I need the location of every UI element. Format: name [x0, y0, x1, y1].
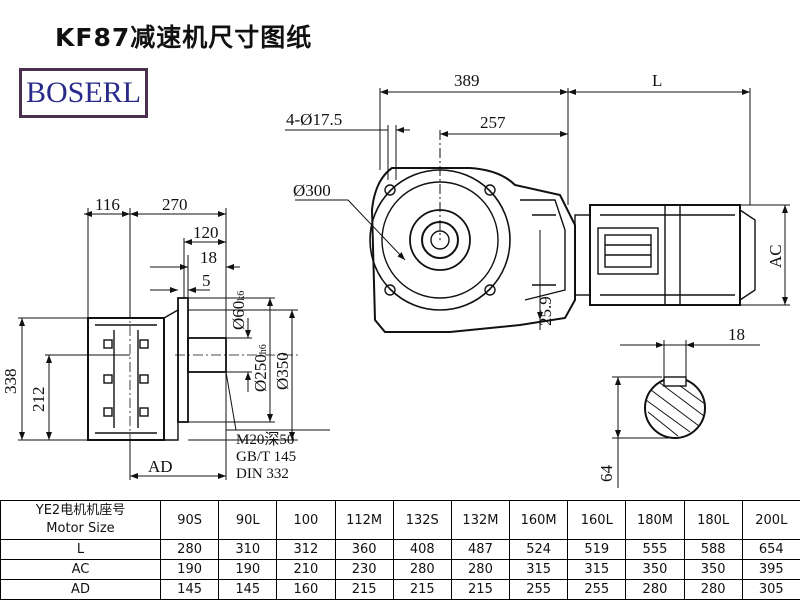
- dim-120: 120: [193, 223, 219, 242]
- table-header-cell: 90S: [159, 500, 220, 540]
- table-cell: 280: [392, 559, 452, 580]
- technical-drawing: 389 L 4-Ø17.5 257 Ø300 AC 25.9 18 64: [1, 71, 790, 488]
- table-cell: 230: [334, 559, 394, 580]
- table-cell: 280: [625, 579, 685, 600]
- front-view: [369, 167, 756, 333]
- page-title: KF87减速机尺寸图纸: [55, 23, 313, 52]
- table-cell: 210: [276, 559, 336, 580]
- table-cell: 190: [159, 559, 220, 580]
- table-header-cell: 90L: [218, 500, 278, 540]
- note-thread: M20深50: [236, 431, 294, 448]
- dim-bolt-holes: 4-Ø17.5: [286, 110, 342, 129]
- table-cell: 315: [509, 559, 569, 580]
- table-cell: 395: [741, 559, 800, 580]
- table-cell: 487: [450, 539, 511, 560]
- table-cell: 145: [159, 579, 220, 600]
- table-cell: 215: [392, 579, 452, 600]
- table-cell: 215: [450, 579, 511, 600]
- dim-257: 257: [480, 113, 506, 132]
- dim-212: 212: [29, 387, 48, 413]
- table-header-cell: 180L: [683, 500, 743, 540]
- table-cell: 280: [450, 559, 511, 580]
- table-header-label: YE2电机机座号 Motor Size: [0, 500, 161, 540]
- dim-spigot-diameter: Ø250h6: [251, 344, 270, 392]
- dim-shaft-diameter: Ø60k6: [229, 291, 248, 330]
- dim-flange-diameter: Ø300: [293, 181, 331, 200]
- table-cell: 145: [218, 579, 278, 600]
- dim-AC: AC: [766, 244, 785, 268]
- dim-64: 64: [597, 465, 616, 483]
- table-cell: 280: [159, 539, 220, 560]
- shaft-section: [644, 376, 706, 439]
- table-header-cell: 112M: [334, 500, 394, 540]
- table-cell: 312: [276, 539, 336, 560]
- table-cell: 555: [625, 539, 685, 560]
- table-header-cell: 132S: [392, 500, 452, 540]
- dim-389: 389: [454, 71, 480, 90]
- table-cell: 519: [567, 539, 627, 560]
- table-header-cell: 200L: [741, 500, 800, 540]
- dim-350: Ø350: [273, 352, 292, 390]
- table-cell: 215: [334, 579, 394, 600]
- table-cell: 280: [683, 579, 743, 600]
- table-cell: 315: [567, 559, 627, 580]
- dim-338: 338: [1, 369, 20, 395]
- note-standard-gb: GB/T 145: [236, 449, 296, 465]
- row-label: AD: [0, 579, 161, 600]
- table-cell: 360: [334, 539, 394, 560]
- table-header-cell: 160M: [509, 500, 569, 540]
- table-cell: 160: [276, 579, 336, 600]
- logo-text: BOSERL: [25, 76, 142, 109]
- dim-keyway-width: 18: [728, 325, 745, 344]
- dim-AD: AD: [148, 457, 173, 476]
- table-header-cell: 160L: [567, 500, 627, 540]
- table-cell: 310: [218, 539, 278, 560]
- table-header-cell: 100: [276, 500, 336, 540]
- table-cell: 190: [218, 559, 278, 580]
- table-cell: 524: [509, 539, 569, 560]
- dim-25-9: 25.9: [536, 296, 555, 326]
- table-cell: 408: [392, 539, 452, 560]
- table-header-cell: 132M: [450, 500, 511, 540]
- dim-L: L: [652, 71, 662, 90]
- table-cell: 255: [567, 579, 627, 600]
- table-cell: 305: [741, 579, 800, 600]
- table-cell: 588: [683, 539, 743, 560]
- table-header-cell: 180M: [625, 500, 685, 540]
- dim-5: 5: [202, 271, 211, 290]
- row-label: AC: [0, 559, 161, 580]
- table-cell: 350: [683, 559, 743, 580]
- brand-logo: BOSERL: [19, 68, 148, 118]
- table-cell: 255: [509, 579, 569, 600]
- table-cell: 350: [625, 559, 685, 580]
- dim-18-side: 18: [200, 248, 217, 267]
- row-label: L: [0, 539, 161, 560]
- dim-270: 270: [162, 195, 188, 214]
- dim-116: 116: [95, 195, 120, 214]
- table-cell: 654: [741, 539, 800, 560]
- note-standard-din: DIN 332: [236, 466, 289, 482]
